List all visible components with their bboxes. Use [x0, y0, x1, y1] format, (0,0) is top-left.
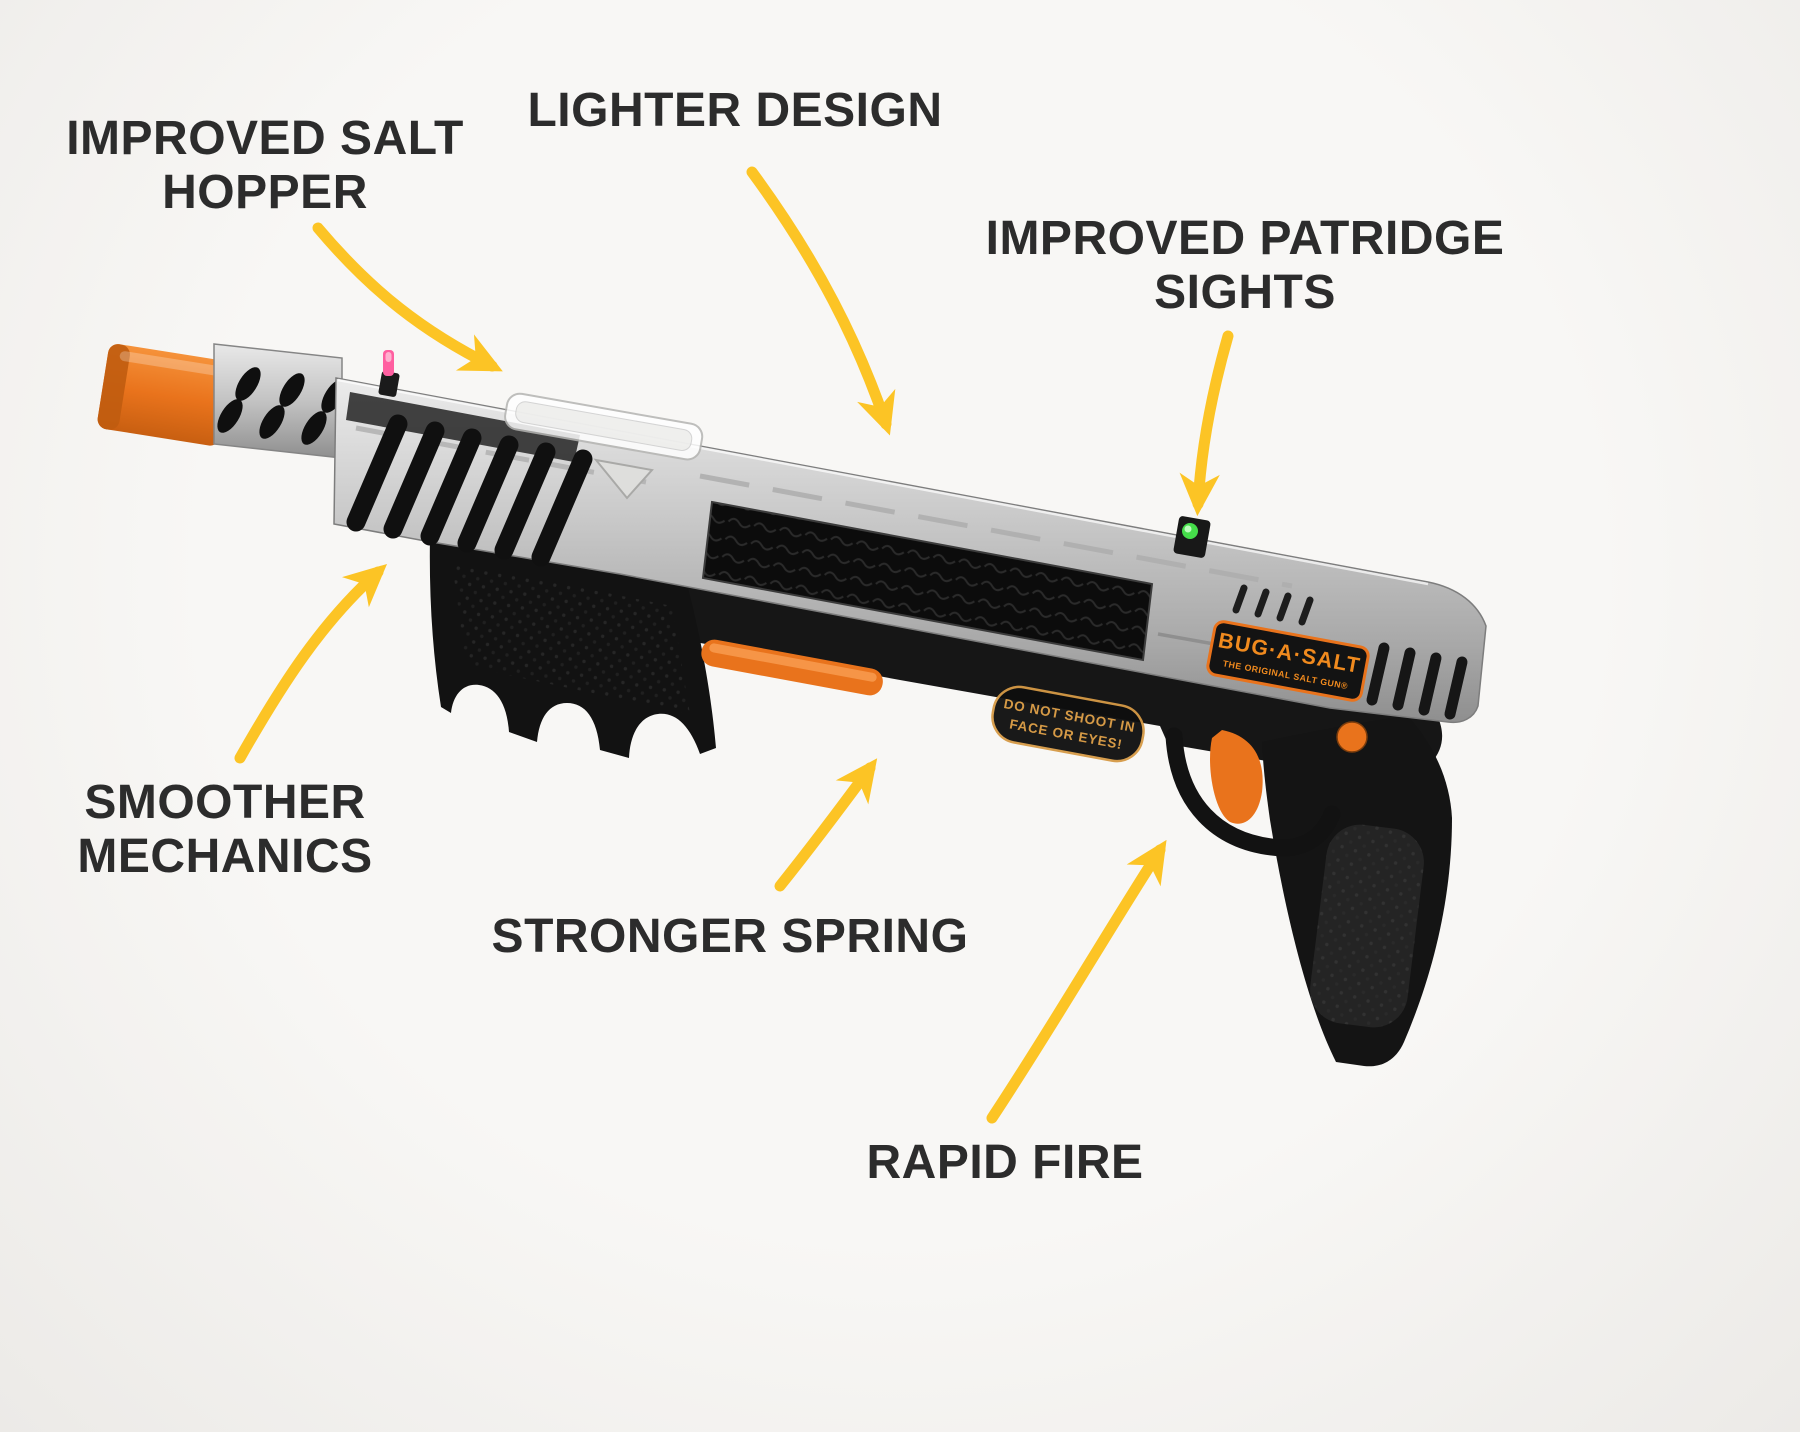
- trigger-guard: [1165, 727, 1341, 857]
- arrow-smoother-mechanics: [234, 563, 388, 764]
- barrel-shroud: [213, 343, 347, 459]
- grip-texture-dots: [1310, 824, 1424, 1028]
- callout-improved-patridge-sights: IMPROVED PATRIDGE SIGHTS: [985, 212, 1505, 320]
- rear-sight: [1173, 516, 1211, 558]
- warning-badge: DO NOT SHOOT IN FACE OR EYES!: [991, 685, 1145, 763]
- hopper-funnel: [593, 458, 654, 500]
- arrow-lighter-design: [746, 166, 896, 436]
- front-cocking-vents: [346, 414, 593, 567]
- accent-bar: [701, 639, 883, 696]
- front-sight: [378, 350, 400, 397]
- muzzle-tip: [97, 344, 231, 446]
- annotation-arrows: [234, 166, 1234, 1124]
- rear-serrations: [1232, 584, 1314, 626]
- trigger: [1210, 730, 1263, 824]
- salt-hopper-lid: [504, 392, 704, 500]
- callout-lighter-design: LIGHTER DESIGN: [527, 84, 943, 137]
- callout-rapid-fire: RAPID FIRE: [866, 1136, 1144, 1189]
- callout-improved-salt-hopper: IMPROVED SALT HOPPER: [66, 112, 464, 220]
- body-front-channel: [346, 392, 580, 462]
- callout-smoother-mechanics: SMOOTHER MECHANICS: [77, 776, 373, 884]
- arrow-rapid-fire: [986, 839, 1167, 1124]
- arrow-improved-salt-hopper: [312, 222, 503, 372]
- arrow-improved-patridge-sights: [1179, 330, 1234, 517]
- inset-panel-texture: [703, 502, 1152, 660]
- safety-button: [1336, 721, 1368, 753]
- rear-cap-gills: [1366, 642, 1468, 720]
- callout-stronger-spring: STRONGER SPRING: [491, 910, 969, 963]
- salt-gun-illustration: BUG·A·SALT THE ORIGINAL SALT GUN® DO NOT…: [97, 343, 1487, 1067]
- arrow-stronger-spring: [774, 758, 878, 892]
- forend-texture: [452, 562, 690, 714]
